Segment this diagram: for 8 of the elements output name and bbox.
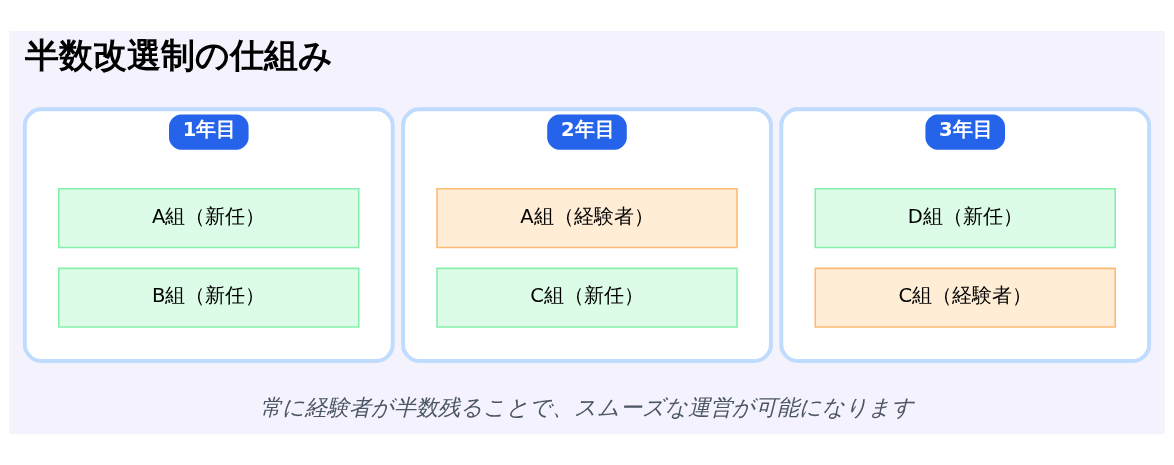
diagram-title: 半数改選制の仕組み [24, 36, 333, 76]
node-box: D組（新任） [814, 188, 1116, 249]
node-box: A組（経験者） [436, 188, 738, 249]
caption: 常に経験者が半数残ることで、スムーズな運営が可能になります [260, 394, 915, 421]
node-box: C組（経験者） [814, 267, 1116, 328]
node-box: C組（新任） [436, 267, 738, 328]
node-box: A組（新任） [58, 188, 360, 249]
node-box: B組（新任） [58, 267, 360, 328]
